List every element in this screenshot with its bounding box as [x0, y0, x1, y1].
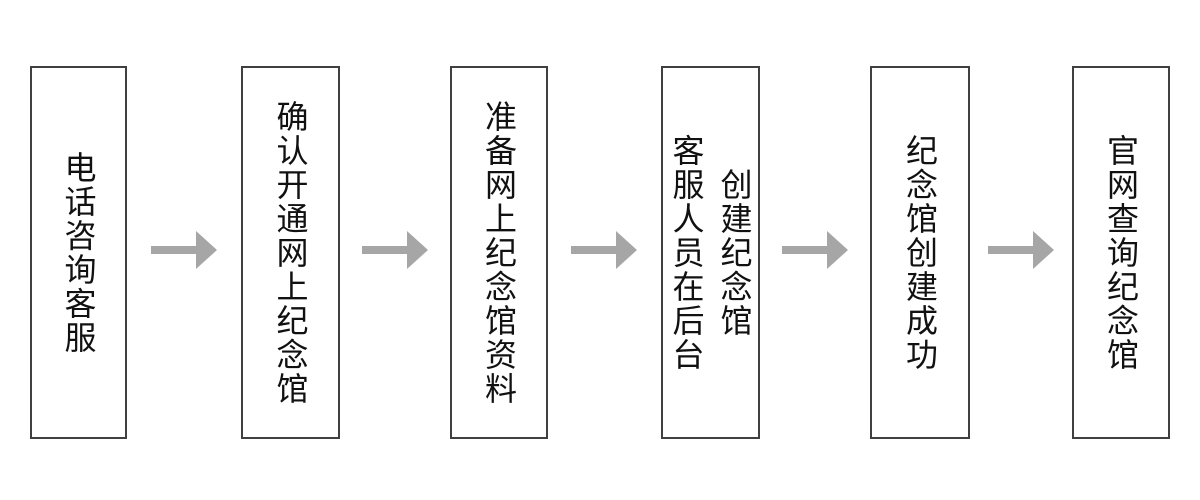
flow-arrow-icon — [988, 231, 1054, 269]
flow-step-create-success-label: 纪念馆创建成功 — [902, 133, 938, 372]
flow-step-query-official-site: 官网查询纪念馆 — [1072, 66, 1170, 439]
flow-step-prepare-materials-label: 准备网上纪念馆资料 — [481, 99, 517, 406]
flow-step-backend-create: 客服人员在后台 创建纪念馆 — [661, 66, 760, 439]
flow-step-phone-consult-label: 电话咨询客服 — [60, 150, 97, 355]
flow-step-confirm-open: 确认开通网上纪念馆 — [241, 66, 340, 439]
flow-step-create-success: 纪念馆创建成功 — [870, 66, 970, 439]
flow-step-backend-create-label: 客服人员在后台 创建纪念馆 — [668, 133, 753, 372]
flow-step-phone-consult: 电话咨询客服 — [30, 66, 127, 439]
flow-step-prepare-materials: 准备网上纪念馆资料 — [450, 66, 548, 439]
flow-arrow-icon — [782, 231, 848, 269]
flow-step-query-official-site-label: 官网查询纪念馆 — [1103, 133, 1139, 372]
flow-arrow-icon — [362, 231, 428, 269]
flow-arrow-icon — [151, 231, 217, 269]
flow-step-confirm-open-label: 确认开通网上纪念馆 — [272, 99, 309, 406]
flow-arrow-icon — [571, 231, 637, 269]
